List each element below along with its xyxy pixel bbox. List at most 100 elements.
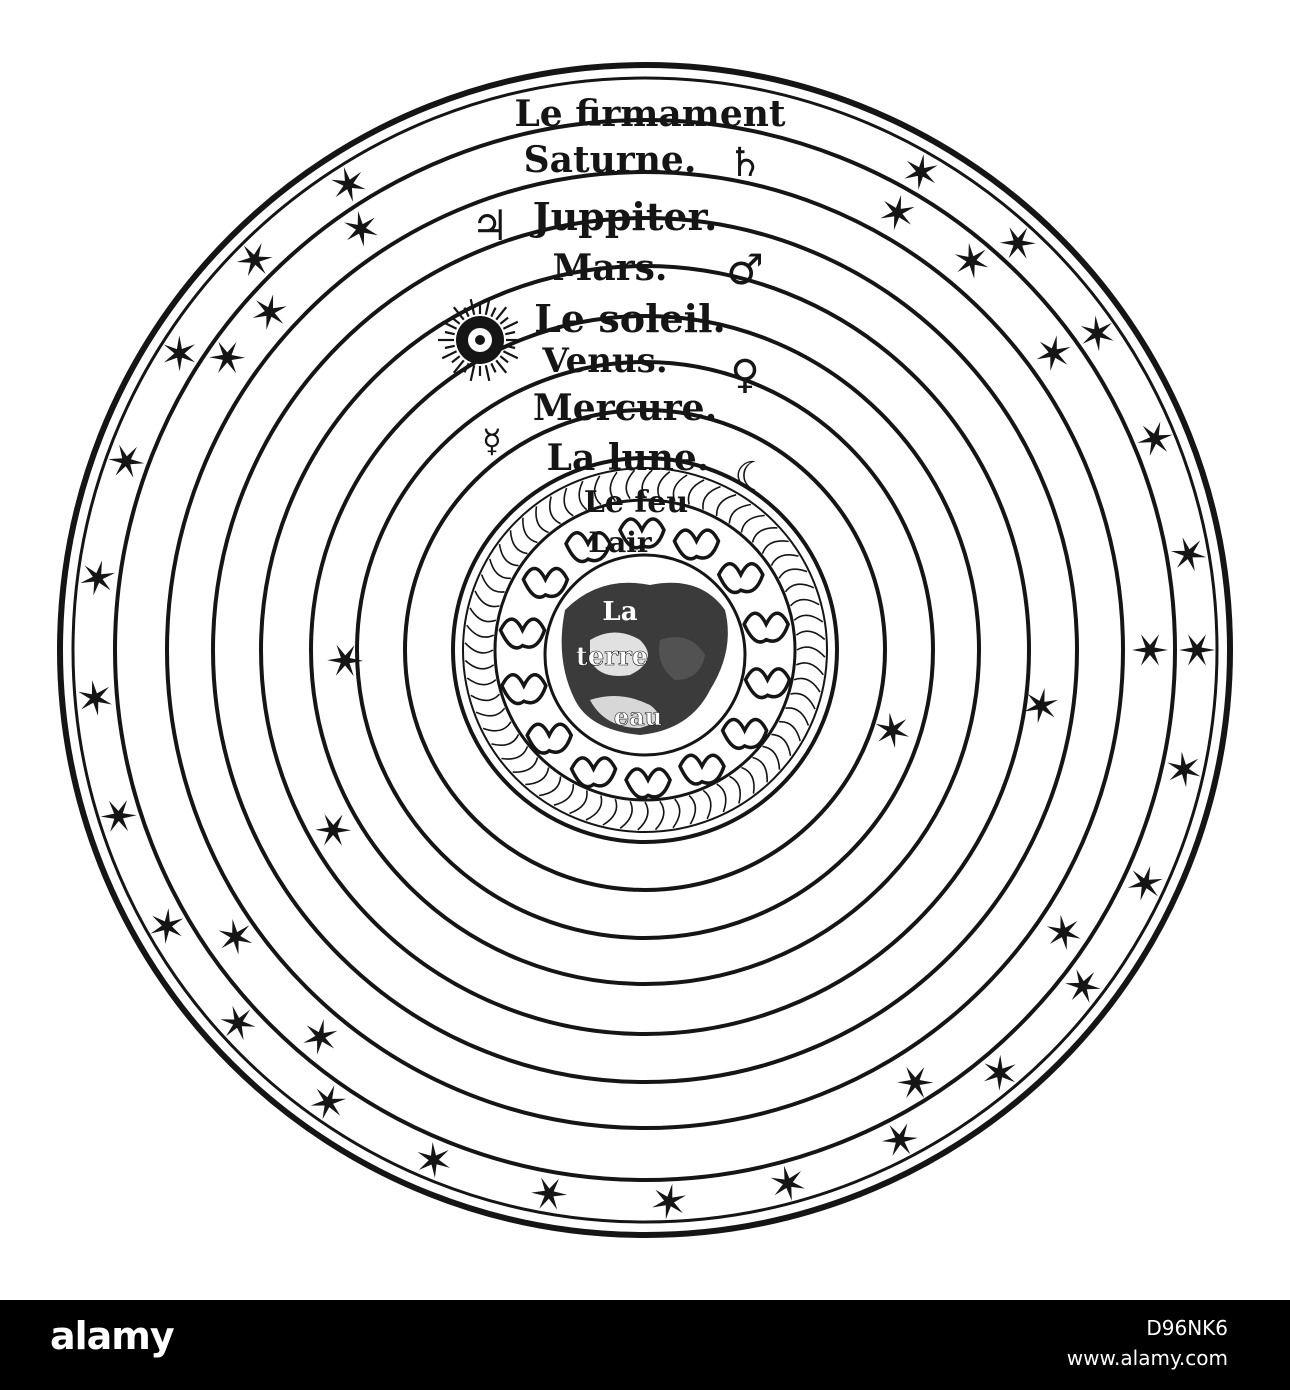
star-icon — [1065, 969, 1101, 1003]
sun-ray — [495, 359, 508, 374]
cloud-mark — [678, 753, 726, 786]
star-icon — [1137, 421, 1173, 456]
flame-mark — [489, 558, 511, 580]
star-icon — [954, 243, 989, 279]
image-id-text: D96NK6 — [1146, 1316, 1228, 1340]
flame-mark — [784, 583, 815, 593]
star-icon — [100, 800, 137, 832]
cloud-mark — [525, 722, 574, 755]
watermark-url-text: www.alamy.com — [1066, 1346, 1228, 1370]
sun-ray — [502, 320, 519, 330]
sun-ray — [490, 362, 497, 373]
flame-mark — [761, 540, 789, 554]
flame-mark — [740, 514, 765, 533]
star-icon — [417, 1142, 450, 1178]
flame-mark — [672, 798, 681, 829]
jupiter-symbol-icon: ♃ — [471, 201, 509, 250]
flame-mark — [501, 746, 529, 760]
saturn-sphere — [165, 170, 1125, 1130]
star-icon — [1132, 634, 1168, 666]
mercury-symbol-icon: ☿ — [482, 422, 502, 460]
star-icon — [1127, 866, 1163, 901]
flame-mark — [593, 475, 602, 506]
star-icon — [252, 294, 287, 330]
label-fire: Le feu — [584, 485, 688, 520]
flame-mark — [619, 800, 633, 829]
sun-ray — [463, 307, 470, 318]
flame-mark — [498, 543, 519, 567]
flame-mark — [470, 693, 501, 702]
jupiter-sphere — [211, 216, 1079, 1084]
star-icon — [163, 335, 196, 372]
star-icon — [882, 1123, 918, 1156]
flame-mark — [509, 530, 528, 555]
mars-sphere — [259, 264, 1031, 1036]
flame-mark — [602, 798, 618, 826]
label-moon: La lune. — [547, 437, 710, 479]
sun-ray — [505, 330, 516, 336]
cloud-mark — [743, 667, 792, 700]
sun-ray — [452, 306, 465, 321]
star-icon — [1024, 688, 1059, 724]
flame-mark — [482, 721, 512, 732]
sun-ray — [469, 365, 476, 382]
flame-mark — [770, 553, 799, 566]
watermark-id: D96NK6 www.alamy.com — [1067, 1313, 1228, 1373]
sun-ray — [505, 344, 516, 350]
flame-mark — [793, 677, 821, 693]
flame-mark — [569, 790, 588, 815]
label-mercury: Mercure. — [533, 387, 717, 429]
sun-ray — [444, 344, 455, 350]
flame-mark — [762, 745, 781, 770]
label-air: Lair — [588, 526, 652, 559]
flame-mark — [752, 756, 768, 783]
cloud-mark — [742, 611, 791, 644]
flame-mark — [578, 480, 588, 511]
cloud-mark — [672, 528, 721, 561]
star-icon — [770, 1165, 805, 1201]
flame-mark — [687, 479, 705, 505]
star-icon — [303, 1019, 338, 1055]
mars-symbol-icon: ♂ — [726, 245, 764, 294]
label-earth-a: La — [602, 597, 637, 627]
star-icon — [531, 1177, 568, 1210]
sun-sphere — [309, 314, 981, 986]
star-icon — [236, 243, 273, 277]
flame-mark — [716, 783, 727, 813]
flame-mark — [563, 487, 574, 517]
sun-ray — [495, 306, 508, 321]
earth-globe — [543, 553, 747, 757]
flame-mark — [466, 677, 497, 686]
star-icon — [1046, 914, 1081, 951]
flame-mark — [491, 734, 520, 747]
flame-mark — [657, 471, 671, 500]
cloud-mark — [624, 767, 672, 800]
flame-mark — [637, 801, 649, 831]
label-earth-b: terre — [576, 642, 649, 672]
flame-mark — [474, 590, 500, 608]
label-jupiter: Juppiter. — [530, 194, 718, 239]
sun-ray — [502, 350, 519, 360]
flame-mark — [464, 642, 494, 654]
mercury-sphere — [403, 408, 887, 892]
sun-ray — [499, 316, 509, 325]
label-mars: Mars. — [553, 247, 668, 289]
sun-ray — [469, 298, 476, 315]
star-icon — [78, 680, 112, 716]
geocentric-universe-diagram: Le firmament Saturne. ♄ ♃ Juppiter. Mars… — [57, 62, 1233, 1238]
flame-mark — [466, 624, 495, 638]
cloud-mark — [716, 562, 765, 595]
star-icon — [999, 227, 1036, 259]
flame-mark — [548, 496, 561, 525]
flame-mark — [793, 614, 824, 623]
flame-mark — [779, 720, 801, 742]
flame-mark — [538, 776, 562, 797]
moon-symbol-icon: ☾ — [734, 454, 770, 500]
star-icon — [150, 908, 184, 944]
sun-ray — [441, 320, 458, 330]
label-venus: Venus. — [541, 341, 667, 381]
flame-mark — [654, 800, 665, 831]
flame-mark — [641, 469, 653, 499]
star-icon — [344, 211, 378, 247]
planetary-spheres — [165, 170, 1125, 1130]
